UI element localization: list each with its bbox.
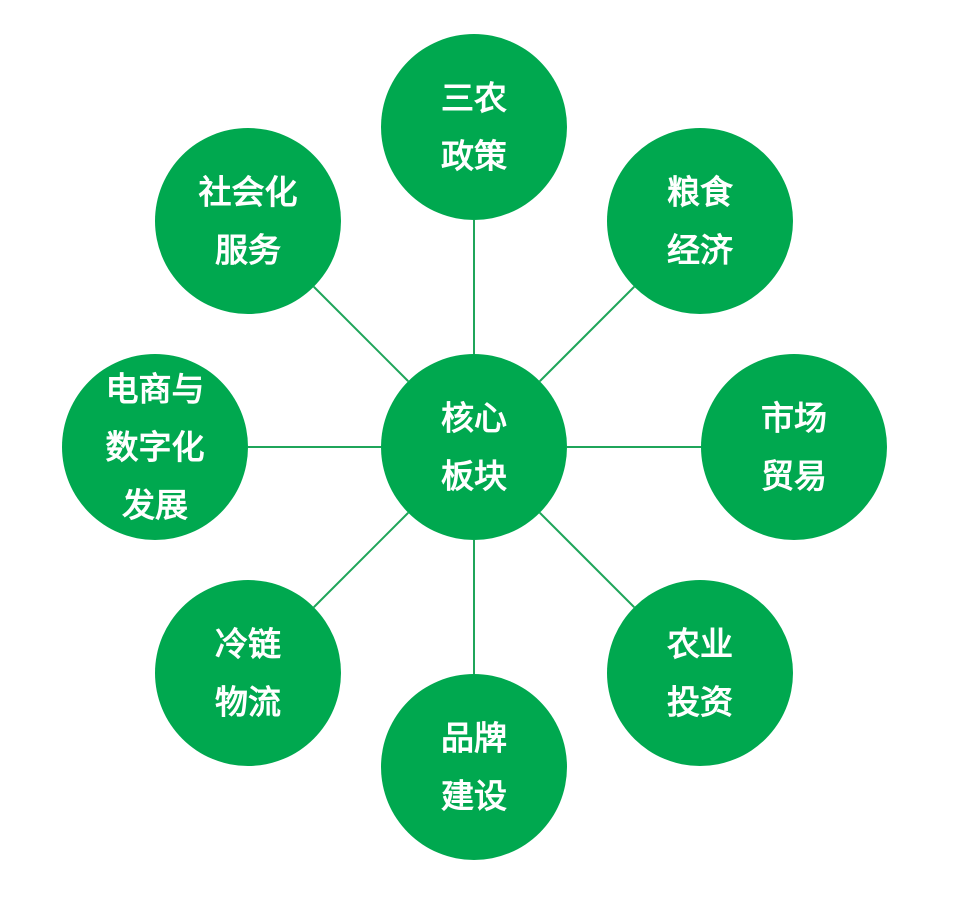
center-node-label-line: 板块 [441, 457, 507, 496]
node-services-label-line: 服务 [215, 231, 281, 270]
node-investment-circle [607, 580, 793, 766]
node-investment-label-line: 农业 [667, 625, 733, 664]
center-node-label-line: 核心 [441, 399, 507, 438]
node-ecommerce-label-line: 电商与 [106, 370, 205, 409]
node-ecommerce-circle [62, 354, 248, 540]
node-policy-label-line: 三农 [441, 79, 507, 118]
connector-grain [539, 286, 635, 382]
node-grain-label-line: 粮食 [667, 173, 734, 212]
connectors [248, 220, 701, 674]
connector-services [313, 286, 409, 382]
node-investment-label-line: 投资 [667, 683, 733, 722]
node-brand-circle [381, 674, 567, 860]
nodes: 核心板块三农政策粮食经济市场贸易农业投资品牌建设冷链物流电商与数字化发展社会化服… [62, 34, 887, 860]
node-policy-label-line: 政策 [441, 137, 507, 176]
node-grain-label-line: 经济 [667, 231, 734, 270]
node-ecommerce-label-line: 发展 [122, 486, 188, 525]
node-policy-circle [381, 34, 567, 220]
center-node-circle [381, 354, 567, 540]
node-market-label-line: 贸易 [761, 457, 827, 496]
connector-coldchain [313, 512, 409, 608]
node-coldchain-circle [155, 580, 341, 766]
node-ecommerce-label-line: 数字化 [106, 428, 205, 467]
node-grain-circle [607, 128, 793, 314]
node-market-circle [701, 354, 887, 540]
node-coldchain-label-line: 物流 [215, 683, 281, 722]
node-brand-label-line: 建设 [441, 777, 507, 816]
node-coldchain-label-line: 冷链 [215, 625, 281, 664]
connector-investment [539, 512, 635, 608]
node-services-label-line: 社会化 [199, 173, 298, 212]
node-brand-label-line: 品牌 [441, 719, 507, 758]
node-services-circle [155, 128, 341, 314]
node-market-label-line: 市场 [761, 399, 827, 438]
